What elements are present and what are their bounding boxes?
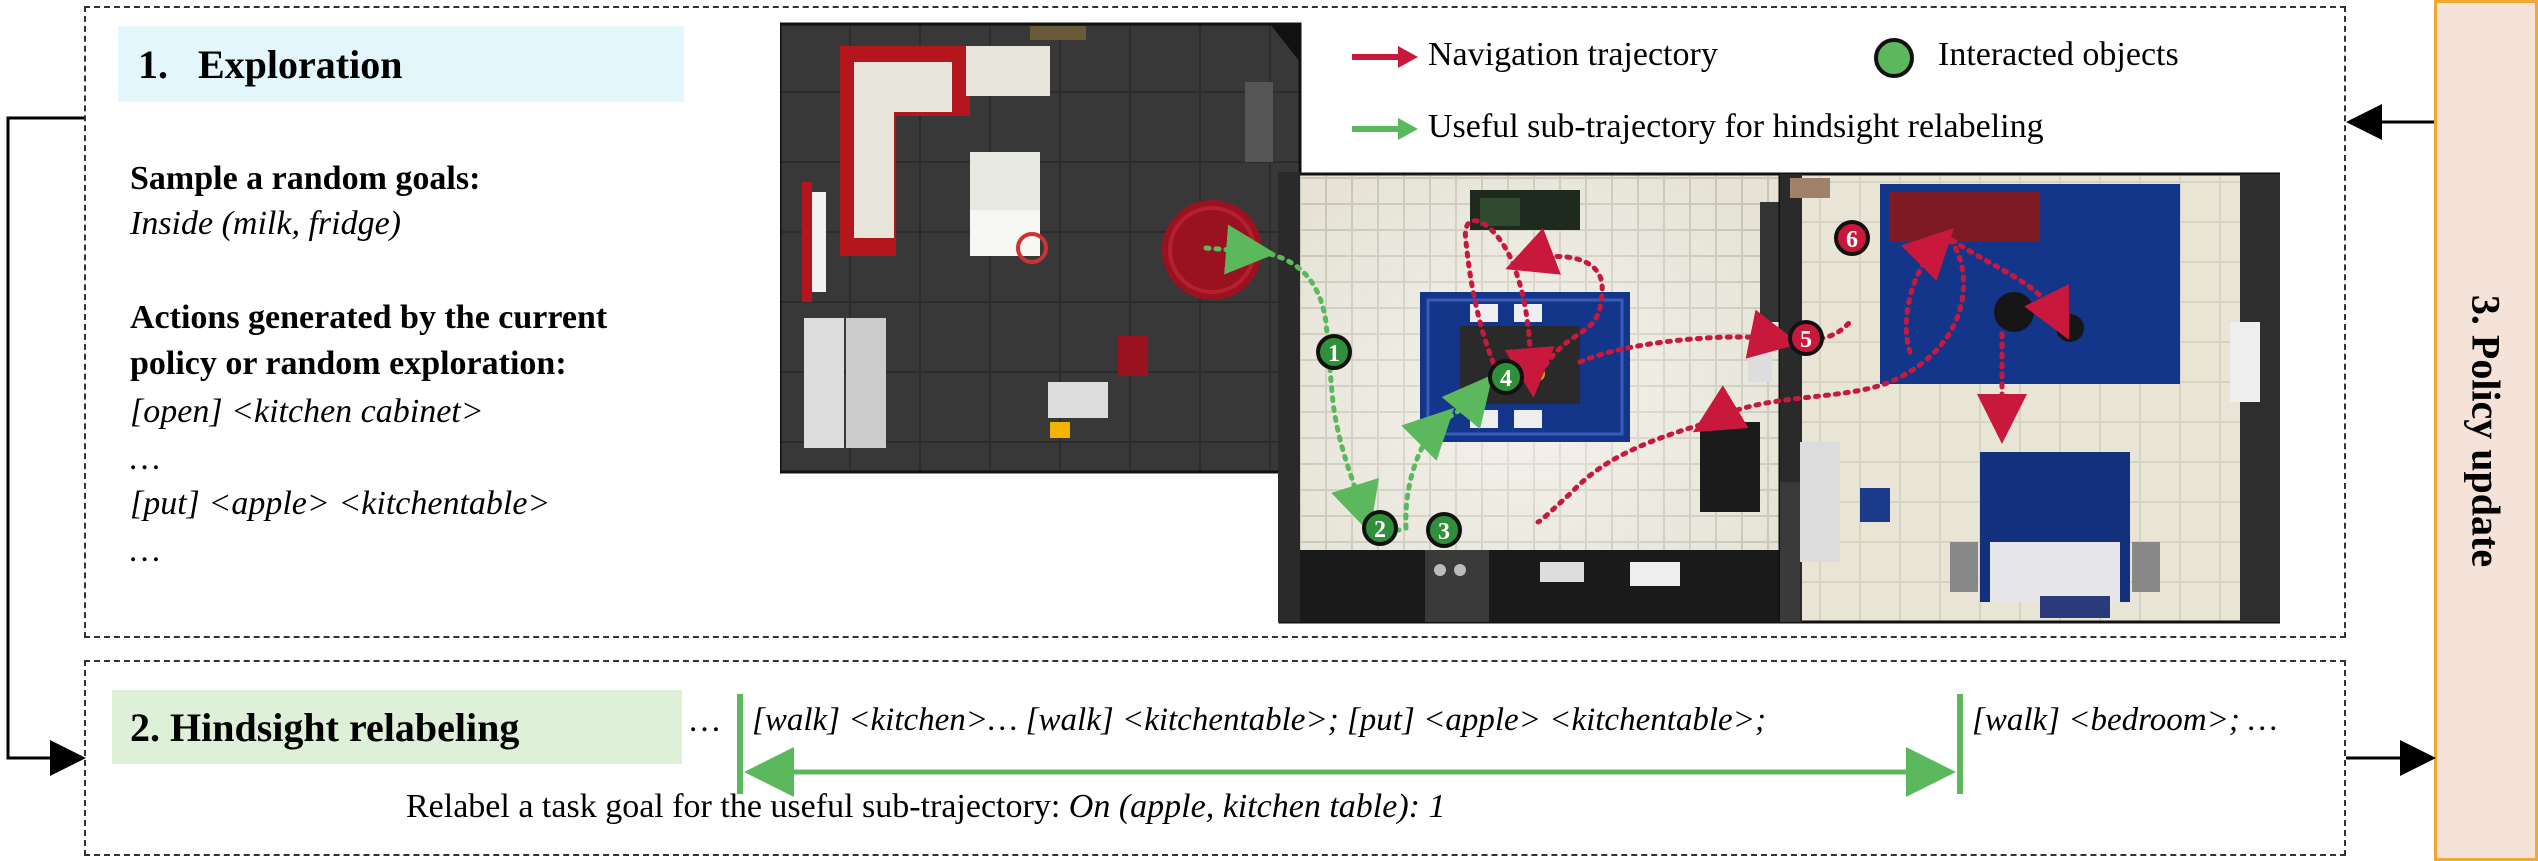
marker-1: 1 — [1316, 334, 1352, 370]
action-line-2: … — [130, 440, 161, 477]
legend-useful-arrow — [1352, 118, 1418, 140]
navigation-path — [1462, 218, 2069, 525]
relabel-sequence: [walk] <kitchen>… [walk] <kitchentable>;… — [752, 702, 1766, 738]
marker-3: 3 — [1426, 512, 1462, 548]
sample-goal-heading: Sample a random goals: — [130, 160, 481, 197]
relabel-header-label: 2. Hindsight relabeling — [130, 704, 520, 750]
relabel-caption: Relabel a task goal for the useful sub-t… — [406, 788, 1446, 826]
fridge — [1700, 422, 1760, 512]
action-line-4: … — [130, 532, 161, 569]
marker-2-label: 2 — [1374, 517, 1386, 543]
marker-6: 6 — [1834, 220, 1870, 256]
sample-goal-value: Inside (milk, fridge) — [130, 205, 401, 242]
legend-useful-label: Useful sub-trajectory for hindsight rela… — [1428, 108, 2044, 145]
legend-interacted-label: Interacted objects — [1938, 36, 2179, 73]
marker-5-label: 5 — [1800, 327, 1812, 353]
exploration-panel — [84, 6, 2346, 638]
policy-update-panel: 3. Policy update — [2434, 0, 2538, 861]
legend-nav-arrow — [1352, 46, 1418, 68]
trajectory-overlay: 1 2 3 4 5 6 — [1203, 218, 2069, 548]
marker-4: 4 — [1488, 359, 1524, 395]
exploration-header: 1. Exploration — [118, 26, 684, 102]
useful-span-bracket — [737, 694, 1963, 797]
actions-heading-line2: policy or random exploration: — [130, 345, 567, 382]
marker-4-label: 4 — [1500, 366, 1512, 392]
legend-interacted-icon — [1874, 38, 1914, 78]
marker-3-label: 3 — [1438, 519, 1450, 545]
relabel-header: 2. Hindsight relabeling — [112, 690, 682, 764]
relabel-ellipsis-left: … — [690, 702, 721, 739]
relabel-sequence-right: [walk] <bedroom>; … — [1972, 702, 2278, 738]
marker-6-label: 6 — [1846, 227, 1858, 253]
marker-1-label: 1 — [1328, 341, 1340, 367]
action-line-1: [open] <kitchen cabinet> — [130, 393, 484, 430]
useful-sub-trajectory — [1203, 224, 1493, 534]
marker-5: 5 — [1788, 320, 1824, 356]
actions-heading-line1: Actions generated by the current — [130, 299, 608, 336]
legend-nav-label: Navigation trajectory — [1428, 36, 1718, 73]
exploration-header-label: 1. Exploration — [138, 41, 403, 87]
action-line-3: [put] <apple> <kitchentable> — [130, 485, 551, 522]
relabel-caption-goal: On (apple, kitchen table): 1 — [1068, 788, 1446, 825]
marker-2: 2 — [1362, 510, 1398, 546]
relabel-caption-plain: Relabel a task goal for the useful sub-t… — [406, 788, 1061, 825]
